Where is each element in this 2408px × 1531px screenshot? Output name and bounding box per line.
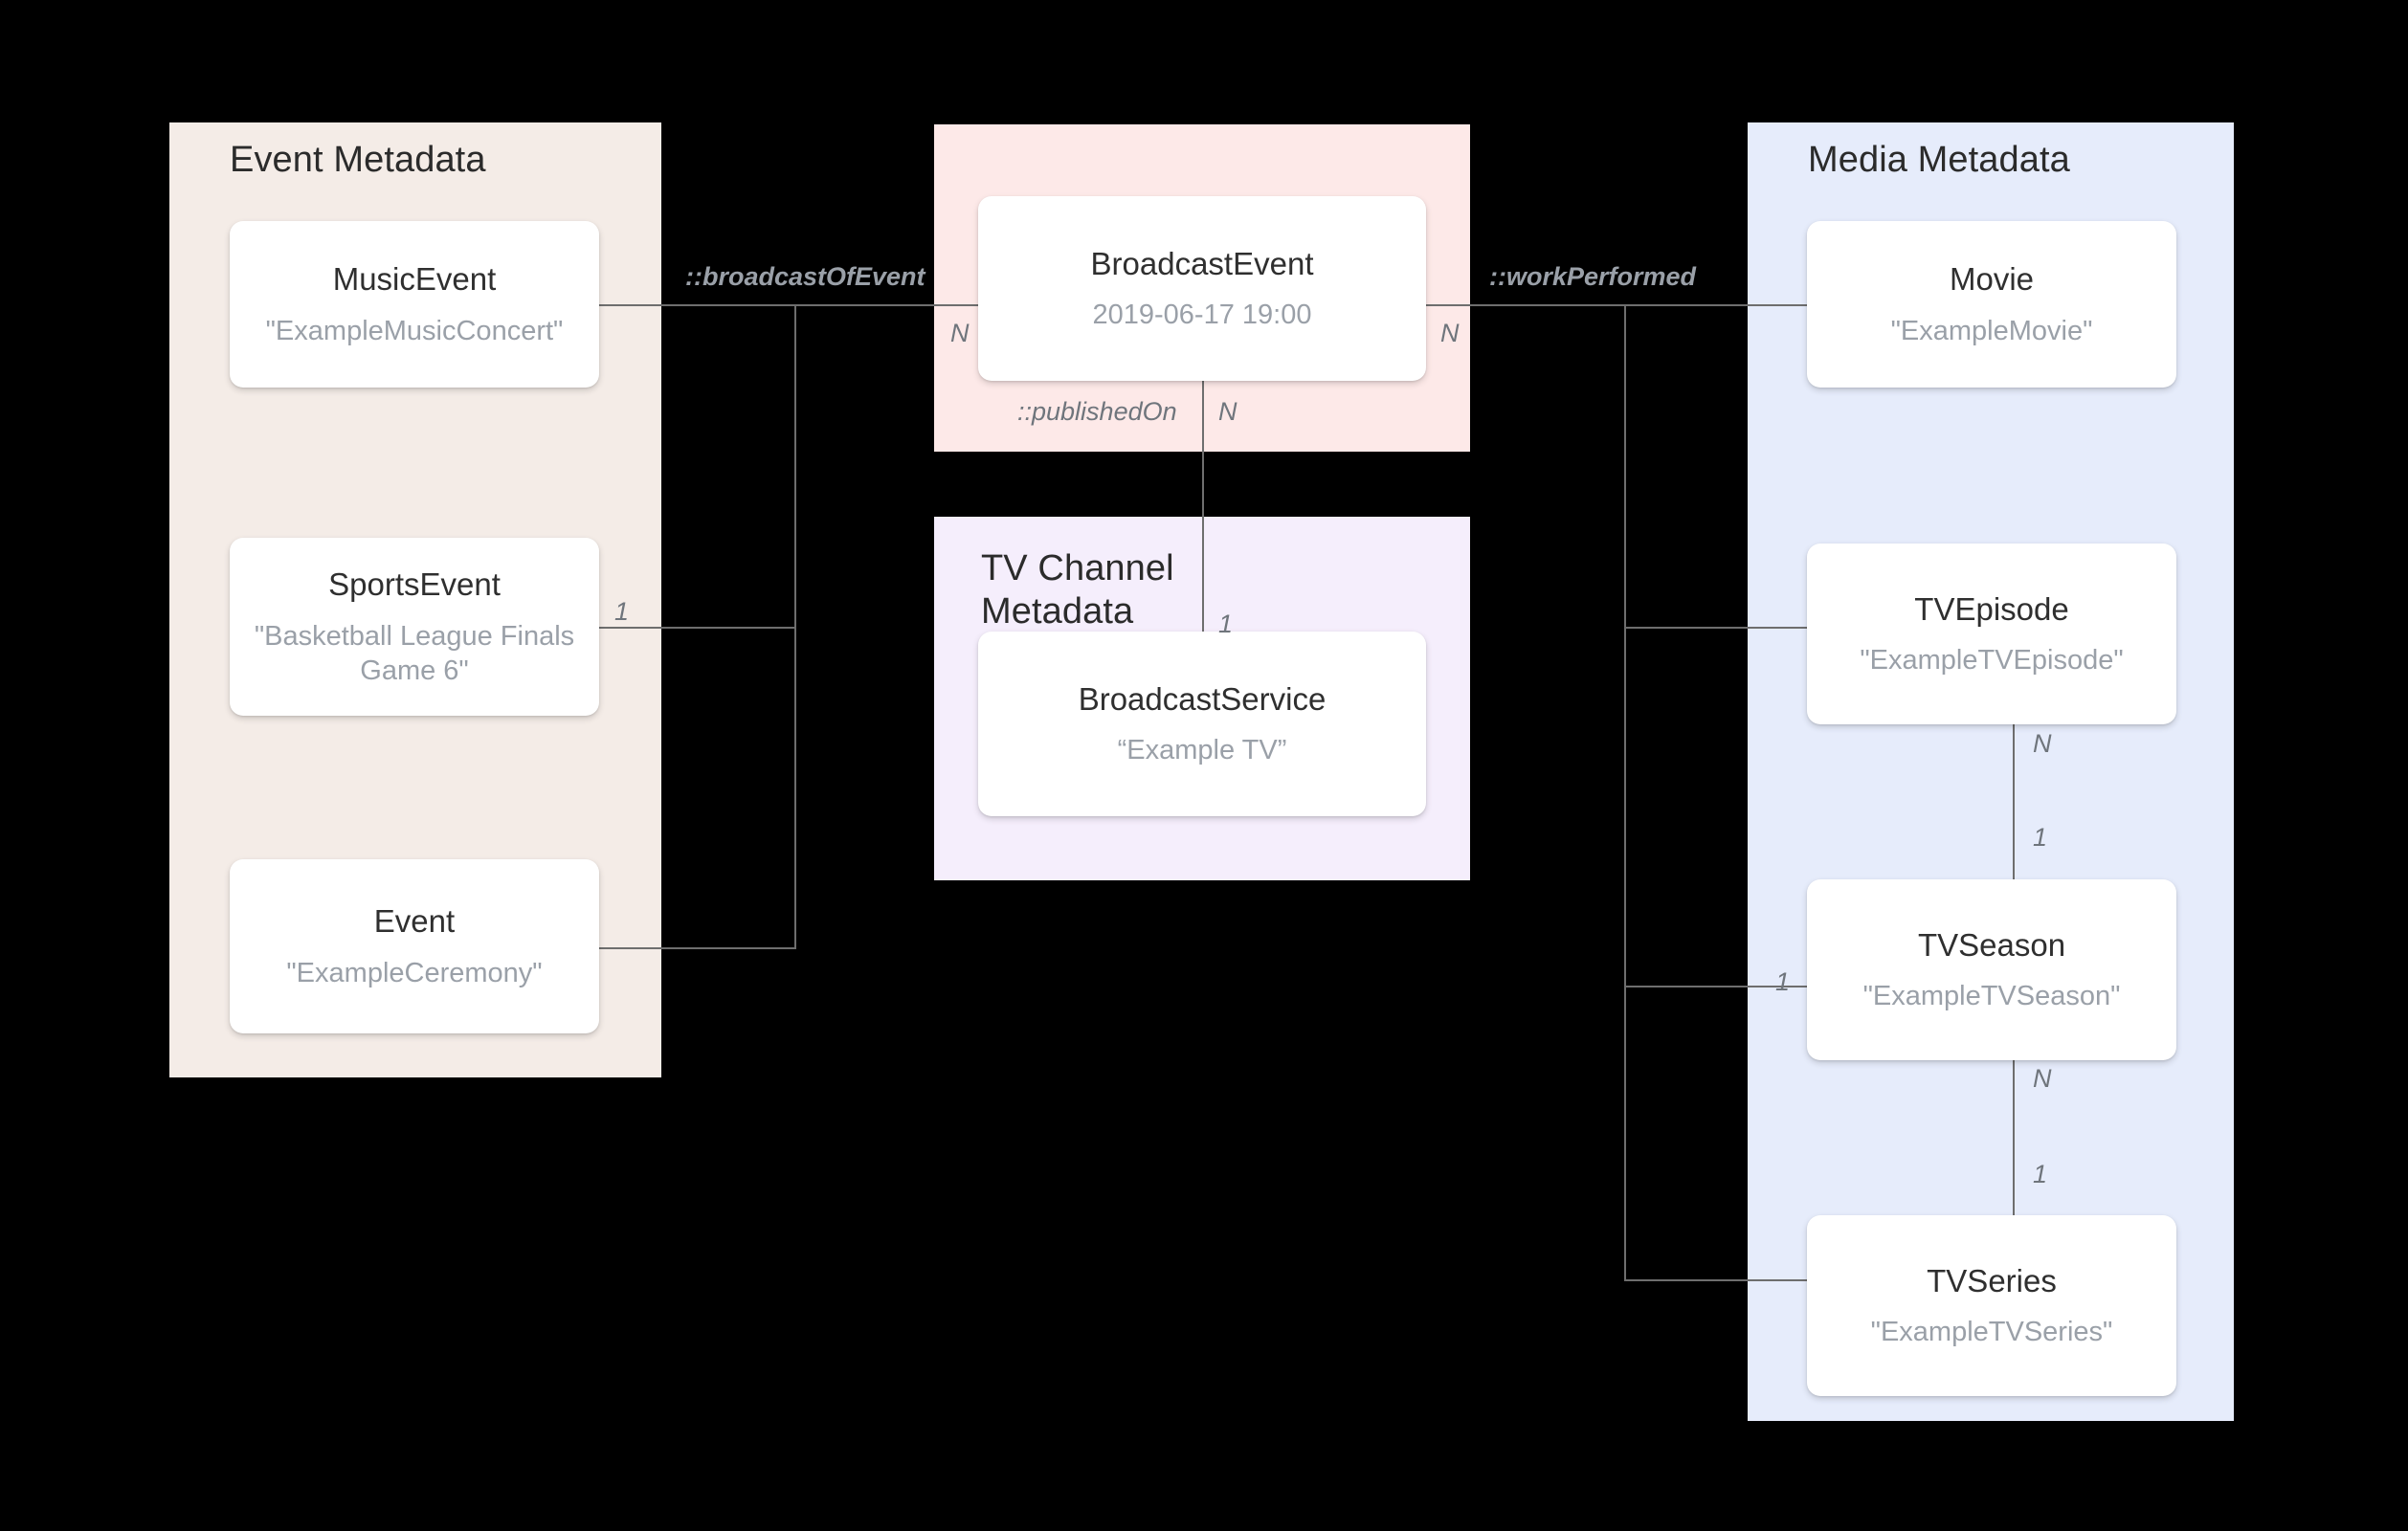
relation-label-published-on: ::publishedOn <box>1017 397 1177 426</box>
edge-sportsevent-stub <box>599 627 796 629</box>
edge-media-trunk <box>1624 304 1626 1281</box>
edge-broadcastevent-right-stub <box>1426 304 1625 306</box>
node-broadcast-service[interactable]: BroadcastService “Example TV” <box>978 632 1426 816</box>
relation-label-work-performed: ::workPerformed <box>1489 262 1697 291</box>
edge-tvepisode-to-tvseason <box>2013 724 2015 933</box>
edge-trunk-to-tvseries <box>1624 1279 1807 1281</box>
node-tv-season-type: TVSeason <box>1917 926 2066 963</box>
node-tv-season[interactable]: TVSeason "ExampleTVSeason" <box>1807 879 2176 1060</box>
node-broadcast-event[interactable]: BroadcastEvent 2019-06-17 19:00 <box>978 196 1426 381</box>
edge-event-stub <box>599 947 796 949</box>
edge-tvseason-to-tvseries <box>2013 1060 2015 1269</box>
cardinality-sportsevent-right: 1 <box>614 597 630 626</box>
node-movie-type: Movie <box>1949 261 2035 298</box>
relation-label-broadcast-of-event: ::broadcastOfEvent <box>685 262 925 291</box>
cardinality-tvseries-top: 1 <box>2033 1160 2048 1188</box>
node-tv-series[interactable]: TVSeries "ExampleTVSeries" <box>1807 1215 2176 1396</box>
node-tv-series-value: "ExampleTVSeries" <box>1870 1317 2113 1348</box>
cardinality-tvseason-bottom: N <box>2033 1064 2052 1093</box>
node-tv-episode-value: "ExampleTVEpisode" <box>1860 645 2124 677</box>
node-tv-season-value: "ExampleTVSeason" <box>1862 981 2121 1012</box>
cardinality-broadcastevent-left: N <box>950 319 970 347</box>
node-event-value: "ExampleCeremony" <box>286 957 543 988</box>
group-title-event-metadata: Event Metadata <box>230 140 486 180</box>
node-movie-value: "ExampleMovie" <box>1890 315 2093 346</box>
edge-musicevent-stub <box>599 304 796 306</box>
edge-trunk-to-broadcastevent <box>794 304 978 306</box>
edge-trunk-to-tvseason <box>1624 986 1807 987</box>
node-tv-episode-type: TVEpisode <box>1914 590 2069 627</box>
node-music-event-value: "ExampleMusicConcert" <box>265 315 564 346</box>
node-event-type: Event <box>373 903 456 940</box>
edge-event-trunk <box>794 304 796 949</box>
node-music-event[interactable]: MusicEvent "ExampleMusicConcert" <box>230 221 599 388</box>
node-sports-event[interactable]: SportsEvent "Basketball League Finals Ga… <box>230 538 599 716</box>
node-sports-event-type: SportsEvent <box>328 566 501 602</box>
node-tv-series-type: TVSeries <box>1927 1262 2057 1298</box>
cardinality-broadcastevent-bottom: N <box>1218 397 1237 426</box>
node-event[interactable]: Event "ExampleCeremony" <box>230 859 599 1033</box>
group-title-tv-channel-metadata: TV Channel Metadata <box>981 548 1174 632</box>
node-broadcast-event-value: 2019-06-17 19:00 <box>1092 300 1312 331</box>
node-broadcast-service-type: BroadcastService <box>1078 680 1327 717</box>
node-sports-event-value: "Basketball League Finals Game 6" <box>254 620 575 686</box>
node-movie[interactable]: Movie "ExampleMovie" <box>1807 221 2176 388</box>
node-broadcast-service-value: “Example TV” <box>1117 735 1287 766</box>
edge-trunk-to-tvepisode <box>1624 627 1807 629</box>
cardinality-broadcastservice-top: 1 <box>1218 610 1234 638</box>
cardinality-tvseason-top: 1 <box>2033 823 2048 852</box>
cardinality-tvepisode-bottom: N <box>2033 729 2052 758</box>
cardinality-broadcastevent-right: N <box>1440 319 1460 347</box>
edge-trunk-to-movie <box>1624 304 1807 306</box>
group-title-media-metadata: Media Metadata <box>1808 140 2070 180</box>
node-music-event-type: MusicEvent <box>332 261 497 298</box>
cardinality-tvseason-left: 1 <box>1775 967 1791 996</box>
node-broadcast-event-type: BroadcastEvent <box>1090 245 1314 281</box>
node-tv-episode[interactable]: TVEpisode "ExampleTVEpisode" <box>1807 544 2176 724</box>
edge-broadcastevent-to-broadcastservice <box>1202 381 1204 697</box>
